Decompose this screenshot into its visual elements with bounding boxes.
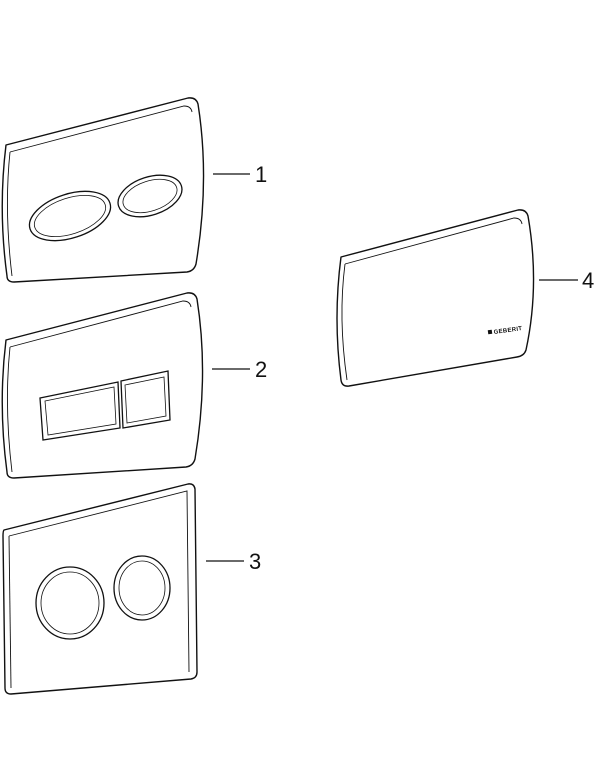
plate-2-button-right [120,370,171,429]
plate-4-label: 4 [582,268,594,293]
plate-1-inner-edge [6,151,13,277]
plate-3-button-right-inner [118,560,166,616]
plate-2-button-left [39,381,121,441]
plate-4-body [336,209,535,387]
plate-2: 2 [1,292,267,479]
plate-2-inner-edge [6,346,13,473]
plate-2-label: 2 [255,357,267,382]
plate-2-inner-bevel [9,300,192,348]
plate-4-inner-bevel [344,217,523,265]
plate-3-button-left-inner [40,571,100,635]
plate-1: 1 [1,97,267,283]
plate-1-label: 1 [255,162,267,187]
plate-4: GEBERIT 4 [336,209,594,387]
plate-3-button-left [35,566,105,640]
plate-3-inner-edge [8,535,12,689]
plate-3: 3 [2,483,261,695]
plate-4-inner-edge [341,263,348,381]
brand-text: GEBERIT [493,326,522,336]
plate-1-button-left [28,190,112,242]
plate-1-button-left-inner [33,195,107,237]
plate-2-button-left-inner [44,386,117,436]
plate-1-inner-bevel [9,105,193,153]
plate-2-button-right-inner [124,376,167,424]
brand-logo-icon [487,329,493,335]
plate-3-label: 3 [249,549,261,574]
plate-3-button-right [113,555,171,621]
plate-3-inner-bevel [8,490,190,673]
plate-1-button-right-inner [122,178,178,214]
plate-1-button-right [117,174,183,218]
